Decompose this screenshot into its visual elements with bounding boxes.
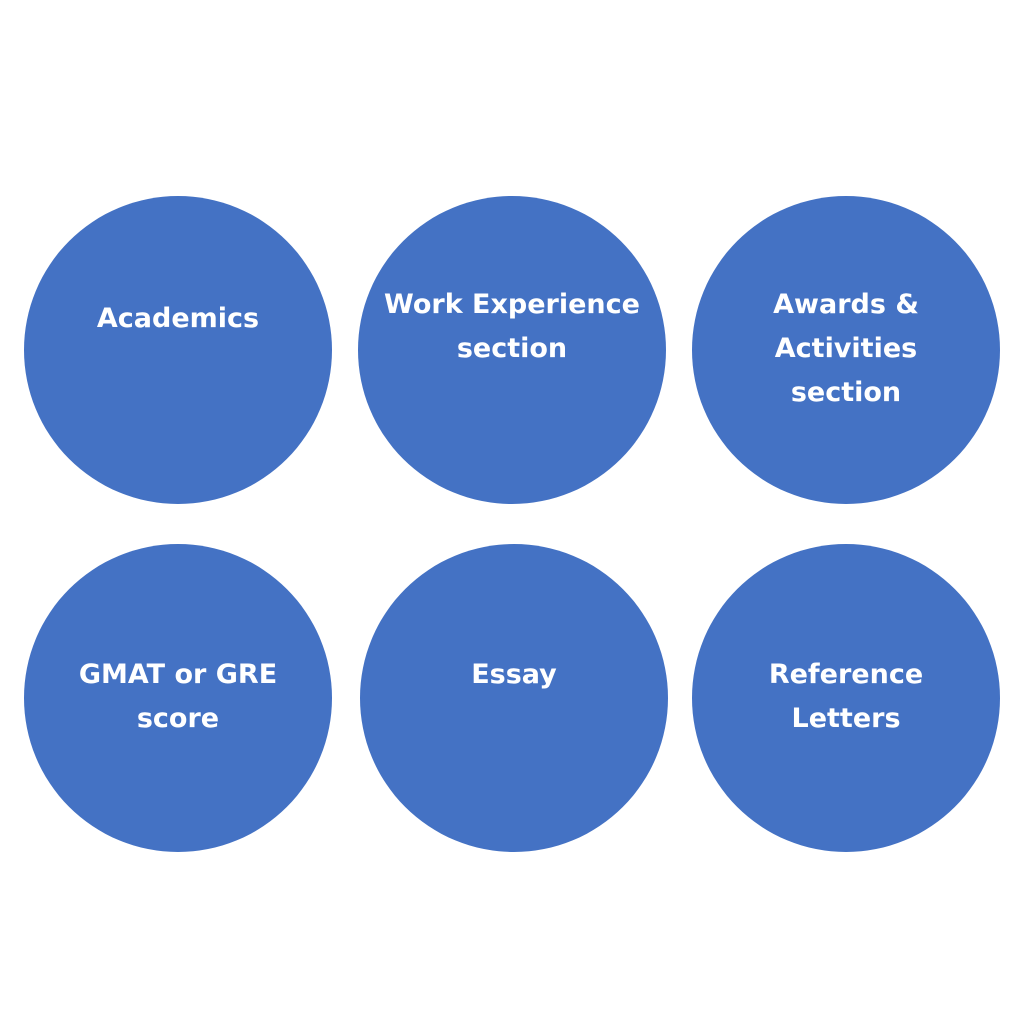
node-label-line: section [790,377,902,408]
node-label: GMAT or GRE score [4,653,352,741]
node-label-line: Work Experience [384,289,640,320]
node-essay: Essay [360,544,668,852]
node-label-line: section [456,333,568,364]
node-label-line: Letters [791,703,901,734]
node-reference-letters: Reference Letters [692,544,1000,852]
node-label-line: Academics [96,303,260,334]
node-work-experience: Work Experience section [358,196,666,504]
node-label-line: Activities [774,333,918,364]
node-label: Work Experience section [338,283,686,371]
node-academics: Academics [24,196,332,504]
node-label-line: Awards & [773,289,919,320]
node-label-line: Essay [471,659,557,690]
node-label-line: GMAT or GRE [78,659,278,690]
node-label-line: score [136,703,220,734]
node-label: Awards & Activities section [672,283,1020,415]
node-awards-activities: Awards & Activities section [692,196,1000,504]
node-label-line: Reference [768,659,924,690]
node-gmat-gre: GMAT or GRE score [24,544,332,852]
node-label: Essay [340,653,688,697]
node-label: Academics [4,297,352,341]
node-label: Reference Letters [672,653,1020,741]
